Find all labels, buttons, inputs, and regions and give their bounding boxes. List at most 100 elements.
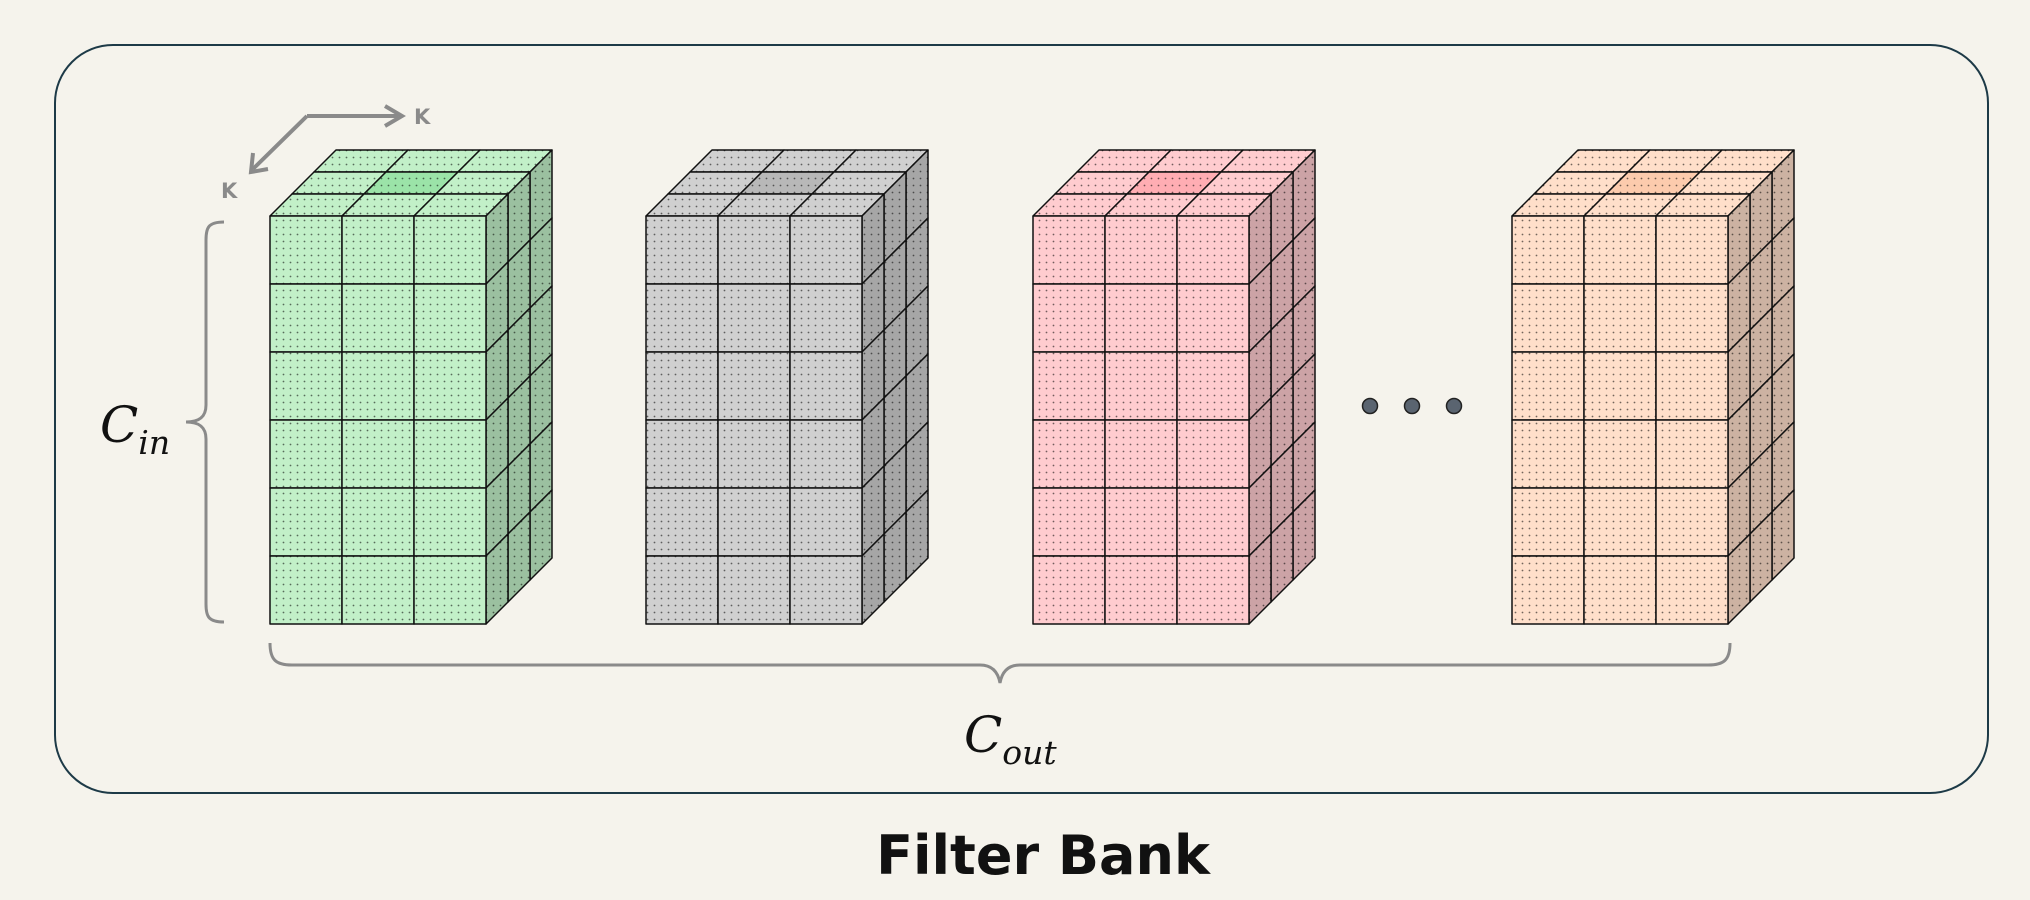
filter-side-cell-texture: [1750, 376, 1772, 466]
filter-top-cell-texture: [1556, 150, 1650, 172]
filter-side-cell-texture: [862, 398, 884, 488]
filter-side-cell-texture: [1293, 150, 1315, 240]
filter-side-cell-texture: [530, 422, 552, 512]
filter-front-cell-texture: [1177, 420, 1249, 488]
filter-front-cell-texture: [1177, 284, 1249, 352]
filter-side-cell-texture: [1750, 240, 1772, 330]
filter-front-cell-texture: [270, 284, 342, 352]
filter-side-cell-texture: [884, 308, 906, 398]
filter-front-cell-texture: [1512, 488, 1584, 556]
filter-front-cell-texture: [1656, 420, 1728, 488]
filter-front-cell-texture: [414, 284, 486, 352]
filter-top-cell-texture: [458, 150, 552, 172]
filter-front-cell-texture: [790, 352, 862, 420]
filter-front-cell-texture: [646, 488, 718, 556]
filter-top-cell-texture: [812, 172, 906, 194]
axis-arrow-depth: [251, 114, 309, 171]
filter-front-cell-texture: [1105, 352, 1177, 420]
ellipsis: [1361, 397, 1463, 415]
filter-side-cell-texture: [508, 444, 530, 534]
filter-front-cell-texture: [1105, 420, 1177, 488]
filter-front-cell-texture: [1512, 556, 1584, 624]
cout-label: Cout: [964, 706, 1057, 772]
filter-front-cell-texture: [718, 216, 790, 284]
filter-top-cell-texture: [1700, 150, 1794, 172]
filter-top-cell-texture: [1656, 194, 1750, 216]
filter-top-cell-texture: [834, 150, 928, 172]
diagram-frame: [54, 44, 1989, 794]
filter-side-cell-texture: [862, 534, 884, 624]
filter-front-cell-texture: [270, 352, 342, 420]
filter-front-cell-texture: [1033, 216, 1105, 284]
filter-front-cell-texture: [718, 352, 790, 420]
filter-top-cell-texture: [1055, 172, 1149, 194]
filter-top-cell-texture: [1033, 194, 1127, 216]
filter-front-cell-texture: [1656, 352, 1728, 420]
filter-side-cell-texture: [486, 194, 508, 284]
filter-top-cell-texture: [1628, 150, 1722, 172]
filter-front-cell-texture: [1033, 284, 1105, 352]
filter-side-cell-texture: [1271, 444, 1293, 534]
filter-front-cell-texture: [718, 284, 790, 352]
axis-arrowhead-depth: [248, 152, 269, 175]
filter-top-cell-texture: [1077, 150, 1171, 172]
filter-top-cell-texture: [1105, 194, 1199, 216]
filter-front-cell-texture: [646, 216, 718, 284]
filter-front-cell-texture: [1177, 488, 1249, 556]
filter-front-cell-texture: [1177, 352, 1249, 420]
filter-side-cell-texture: [884, 240, 906, 330]
filter-front-cell-texture: [414, 488, 486, 556]
filter-top-cell-texture: [364, 172, 458, 194]
filter-front-cell-texture: [1584, 216, 1656, 284]
filter-top-cell-texture: [292, 172, 386, 194]
filter-side-cell-texture: [862, 262, 884, 352]
cin-brace: [185, 220, 225, 624]
cout-label-base: C: [964, 706, 1002, 764]
filter-side-cell-texture: [1728, 194, 1750, 284]
filter-top-cell-texture: [1149, 150, 1243, 172]
filter-side-cell-texture: [884, 172, 906, 262]
filter-side-cell-texture: [884, 512, 906, 602]
filter-top-cell-texture: [270, 194, 364, 216]
filter-side-cell-texture: [1271, 172, 1293, 262]
filter-front-cell-texture: [1105, 488, 1177, 556]
filter-side-cell-texture: [1271, 240, 1293, 330]
filter-front-cell-texture: [270, 420, 342, 488]
filter-side-cell-texture: [1728, 466, 1750, 556]
figure-caption: Filter Bank: [876, 824, 1211, 887]
filter-front-cell-texture: [1656, 216, 1728, 284]
filter-front-cell-texture: [1584, 352, 1656, 420]
filter-side-cell-texture: [1271, 376, 1293, 466]
filter-side-cell-texture: [1750, 444, 1772, 534]
filter-side-cell-texture: [1249, 194, 1271, 284]
filter-top-cell-texture: [668, 172, 762, 194]
filter-front-cell-texture: [342, 284, 414, 352]
filter-front-cell-texture: [342, 216, 414, 284]
filter-front-cell-texture: [342, 352, 414, 420]
filter-side-cell-texture: [486, 466, 508, 556]
filter-front-cell-texture: [646, 352, 718, 420]
filter-front-cell-texture: [646, 284, 718, 352]
filter-side-cell-texture: [862, 330, 884, 420]
filter-side-cell-texture: [1293, 354, 1315, 444]
filter-top-cell-texture: [1127, 172, 1221, 194]
filter-side-cell-texture: [1249, 466, 1271, 556]
cin-label-base: C: [100, 396, 138, 454]
filter-front-cell-texture: [1177, 216, 1249, 284]
filter-front-cell-texture: [790, 420, 862, 488]
filter-side-cell-texture: [1772, 354, 1794, 444]
filter-front-cell-texture: [646, 556, 718, 624]
filter-front-cell-texture: [718, 420, 790, 488]
filter-cubes: [269, 149, 1795, 625]
filter-front-cell-texture: [414, 556, 486, 624]
cout-label-sub: out: [1002, 733, 1057, 772]
filter-top-cell-texture: [1678, 172, 1772, 194]
ellipsis-dot: [1361, 397, 1379, 415]
ellipsis-dot: [1445, 397, 1463, 415]
filter-front-cell-texture: [270, 488, 342, 556]
filter-front-cell-texture: [1584, 284, 1656, 352]
filter-side-cell-texture: [906, 286, 928, 376]
filter-side-cell-texture: [1293, 218, 1315, 308]
filter-front-cell-texture: [646, 420, 718, 488]
